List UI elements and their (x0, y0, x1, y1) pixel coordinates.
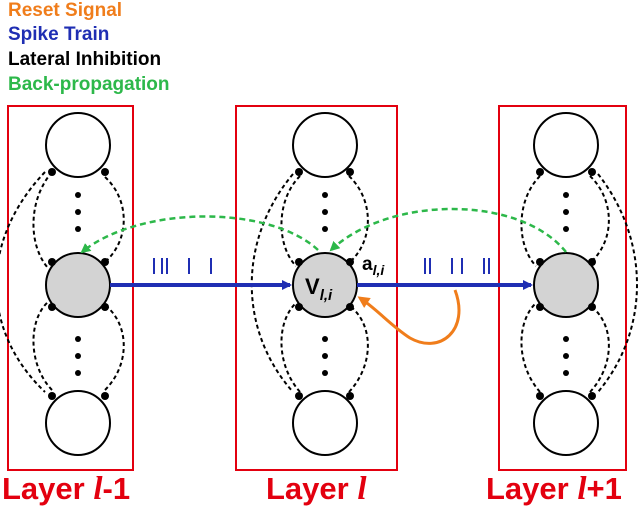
reset-signal-arrow (357, 289, 461, 345)
neuron-voltage-label: Vl,i (305, 274, 333, 304)
neuron-curr-bottom (292, 390, 358, 456)
backprop-arc-curr-to-prev (80, 215, 319, 254)
ellipsis-dots (75, 192, 569, 376)
neuron-prev-bottom (45, 390, 111, 456)
neuron-curr-top (292, 112, 358, 178)
activation-label: al,i (362, 254, 385, 278)
layer-label-curr: Layer l (266, 471, 367, 507)
lateral-inhibition-next (520, 173, 638, 393)
legend-reset-signal: Reset Signal (8, 0, 123, 21)
legend-back-propagation: Back-propagation (8, 74, 170, 95)
layer-box-curr (235, 105, 398, 471)
legend-lateral-inhibition: Lateral Inhibition (8, 49, 162, 70)
layer-box-next (498, 105, 627, 471)
layer-label-next: Layer l+1 (486, 471, 622, 507)
spike-ticks-right (424, 258, 490, 274)
neuron-next-active (533, 252, 599, 318)
neuron-prev-top (45, 112, 111, 178)
neuron-next-top (533, 112, 599, 178)
backprop-arc-next-to-curr (329, 207, 567, 253)
layer-box-prev (7, 105, 134, 471)
layer-label-prev: Layer l-1 (2, 471, 131, 507)
legend-spike-train: Spike Train (8, 24, 110, 45)
lateral-inhibition-prev (0, 171, 125, 393)
neuron-next-bottom (533, 390, 599, 456)
connection-dots (48, 168, 596, 400)
spike-ticks-left (153, 258, 212, 274)
